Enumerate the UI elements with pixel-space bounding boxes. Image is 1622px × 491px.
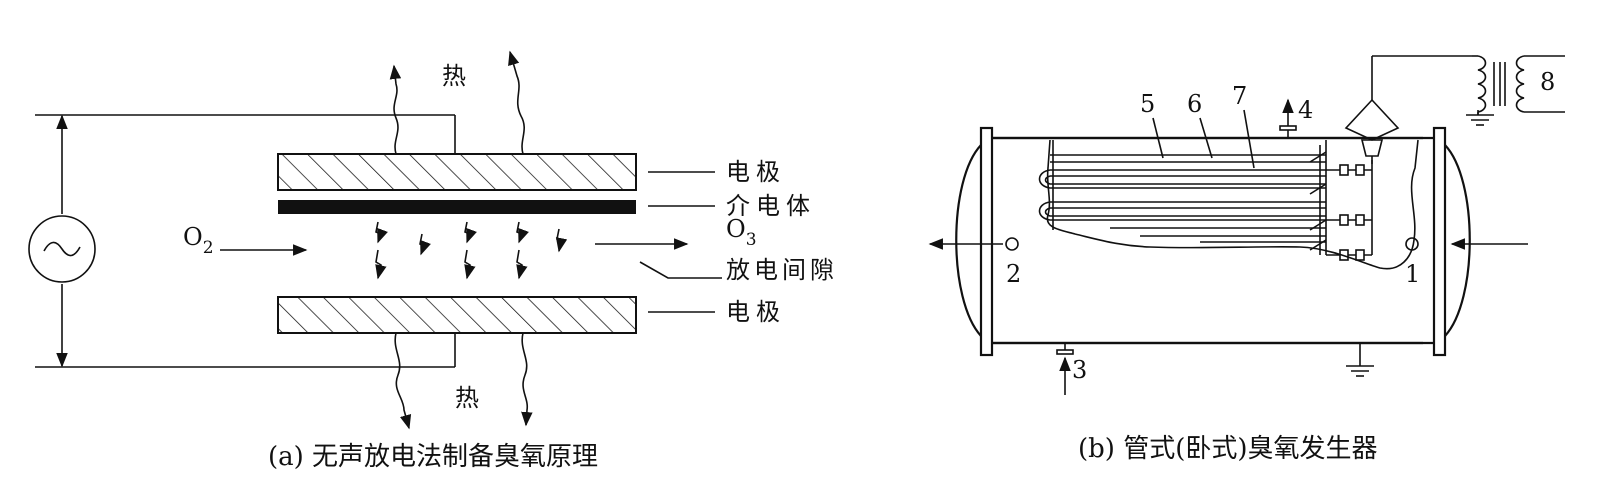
cutaway-outline <box>1046 139 1419 270</box>
gap-label: 放电间隙 <box>726 256 838 284</box>
ac-source-circuit <box>28 114 456 368</box>
label-7: 7 <box>1232 82 1247 110</box>
ac-source-icon <box>28 215 96 283</box>
top-electrode <box>277 153 637 191</box>
nozzle-3 <box>1056 343 1074 395</box>
bottom-electrode <box>277 296 637 334</box>
nozzle-4 <box>1279 98 1297 138</box>
heat-label-bottom: 热 <box>455 384 479 412</box>
label-8: 8 <box>1540 68 1555 96</box>
tube-bundle <box>1038 140 1372 261</box>
heat-label-top: 热 <box>442 62 466 90</box>
discharge-arrows <box>375 221 568 280</box>
heat-arrows-top <box>389 50 525 155</box>
label-6: 6 <box>1187 90 1202 118</box>
top-electrode-label: 电极 <box>726 158 786 186</box>
panel-b-caption: (b) 管式(卧式)臭氧发生器 <box>1078 434 1377 464</box>
o3-label: O3 <box>726 215 757 250</box>
heat-arrows-bottom <box>394 332 533 430</box>
label-3: 3 <box>1072 356 1087 384</box>
o2-label: O2 <box>183 223 214 258</box>
label-5: 5 <box>1140 90 1155 118</box>
dielectric-label: 介电体 <box>726 192 816 220</box>
panel-a-caption: (a) 无声放电法制备臭氧原理 <box>268 442 598 472</box>
ground-icon-vessel <box>1346 343 1374 377</box>
label-1: 1 <box>1405 260 1420 288</box>
label-2: 2 <box>1006 260 1021 288</box>
port-1 <box>1405 237 1419 251</box>
bottom-electrode-label: 电极 <box>726 298 786 326</box>
dielectric-layer <box>278 200 636 214</box>
panel-b: 5 6 7 4 8 2 1 3 (b) 管式(卧式)臭氧发生器 <box>928 55 1565 464</box>
insulator-bushing <box>1344 55 1472 255</box>
ground-icon <box>1466 110 1494 126</box>
panel-a: 热 热 O2 O3 电极 介电体 放电间隙 电极 (a) 无声放电法制备臭氧原理 <box>28 50 838 472</box>
label-4: 4 <box>1298 96 1313 124</box>
port-2 <box>1005 237 1019 251</box>
